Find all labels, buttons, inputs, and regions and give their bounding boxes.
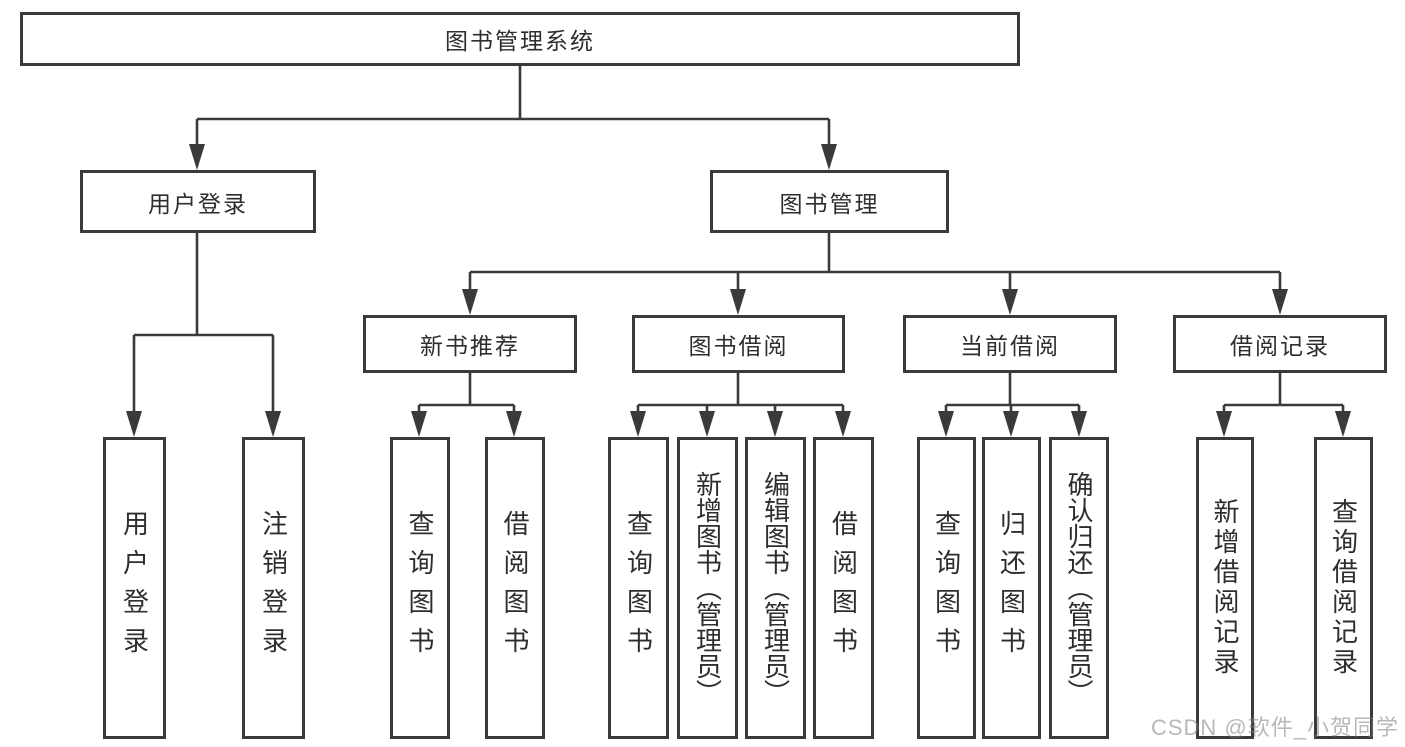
node-book-management: 图书管理 <box>710 170 949 233</box>
leaf-query-book-current: 查询图书 <box>917 437 976 739</box>
leaf-add-book-admin: 新增图书（管理员） <box>677 437 738 739</box>
leaf-return-book: 归还图书 <box>982 437 1041 739</box>
leaf-user-login: 用户登录 <box>103 437 166 739</box>
leaf-query-borrow-record: 查询借阅记录 <box>1314 437 1373 739</box>
leaf-add-borrow-record: 新增借阅记录 <box>1196 437 1254 739</box>
leaf-query-book-borrow: 查询图书 <box>608 437 669 739</box>
node-root: 图书管理系统 <box>20 12 1020 66</box>
node-borrow-records: 借阅记录 <box>1173 315 1387 373</box>
node-current-borrow: 当前借阅 <box>903 315 1117 373</box>
node-user-login: 用户登录 <box>80 170 316 233</box>
leaf-confirm-return-admin: 确认归还（管理员） <box>1049 437 1109 739</box>
leaf-edit-book-admin: 编辑图书（管理员） <box>745 437 806 739</box>
node-new-book-recommend: 新书推荐 <box>363 315 577 373</box>
leaf-borrow-book: 借阅图书 <box>813 437 874 739</box>
arrowheads <box>126 144 1351 437</box>
leaf-borrow-book-recommend: 借阅图书 <box>485 437 545 739</box>
node-book-borrow: 图书借阅 <box>632 315 845 373</box>
leaf-logout: 注销登录 <box>242 437 305 739</box>
leaf-query-book-recommend: 查询图书 <box>390 437 450 739</box>
